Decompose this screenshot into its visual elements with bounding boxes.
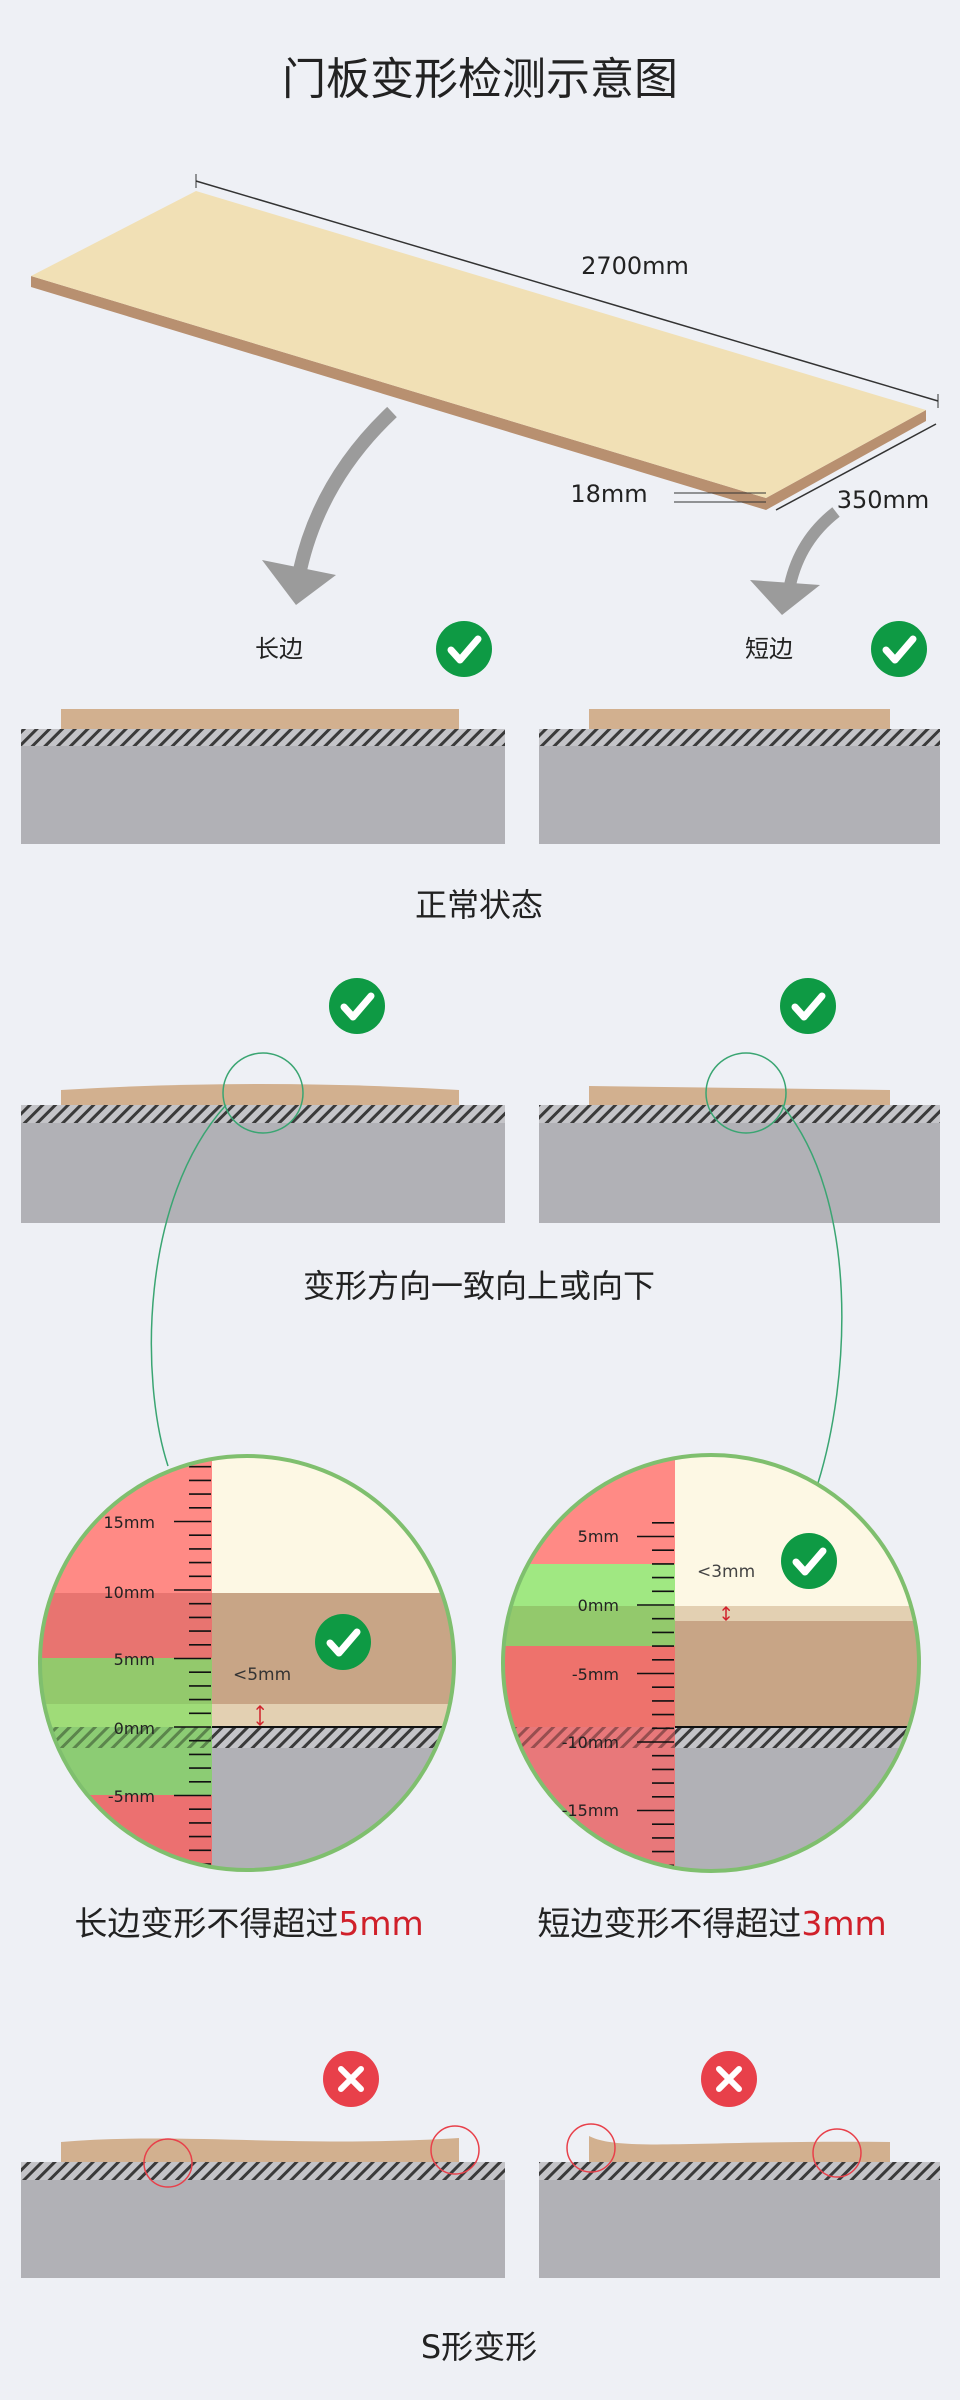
normal-caption: 正常状态 <box>415 886 543 924</box>
magnify-marker-long <box>222 1052 304 1134</box>
arrow-long-side-icon <box>262 406 397 605</box>
tick-label: -15mm <box>562 1801 619 1820</box>
tick-label: -10mm <box>562 1733 619 1752</box>
long-rule-caption: 长边变形不得超过5mm <box>74 1904 423 1943</box>
check-circle-icon <box>781 1533 837 1589</box>
tick-label: -5mm <box>572 1665 619 1684</box>
magnify-marker-short <box>705 1052 787 1134</box>
s-shape-short-panel <box>539 2123 940 2278</box>
s-shape-long-panel <box>21 2125 505 2278</box>
board-3d <box>31 174 939 511</box>
thickness-label: 18mm <box>570 480 647 508</box>
short-side-label: 短边 <box>745 635 793 663</box>
gap-label-short: <3mm <box>697 1562 755 1582</box>
normal-long-panel <box>21 709 505 844</box>
page-title: 门板变形检测示意图 <box>282 54 678 105</box>
arrow-short-side-icon <box>750 507 840 615</box>
check-circle-icon <box>329 978 385 1034</box>
normal-short-panel <box>539 709 940 844</box>
connector-line <box>150 1104 227 1467</box>
bowed-long-panel <box>21 1084 505 1223</box>
width-label: 350mm <box>837 486 930 514</box>
short-rule-caption: 短边变形不得超过3mm <box>537 1904 886 1943</box>
check-circle-icon <box>436 621 492 677</box>
connector-line <box>781 1104 843 1484</box>
tick-label: 0mm <box>114 1719 155 1738</box>
check-circle-icon <box>871 621 927 677</box>
long-side-label: 长边 <box>255 635 303 663</box>
bowed-short-panel <box>539 1086 940 1223</box>
tick-label: 15mm <box>103 1513 155 1532</box>
x-circle-icon <box>323 2051 379 2107</box>
same-direction-caption: 变形方向一致向上或向下 <box>303 1267 655 1305</box>
detail-long-magnified: <5mm 15mm 10mm 5mm 0mm -5mm <box>38 1454 456 1872</box>
s-shape-caption: S形变形 <box>421 2328 537 2366</box>
x-circle-icon <box>701 2051 757 2107</box>
tick-label: 5mm <box>578 1527 619 1546</box>
check-circle-icon <box>780 978 836 1034</box>
check-circle-icon <box>315 1614 371 1670</box>
gap-label-long: <5mm <box>233 1665 291 1685</box>
tick-label: -5mm <box>108 1787 155 1806</box>
tick-label: 5mm <box>114 1650 155 1669</box>
tick-label: 0mm <box>578 1596 619 1615</box>
tick-label: 10mm <box>103 1583 155 1602</box>
length-label: 2700mm <box>581 252 689 280</box>
